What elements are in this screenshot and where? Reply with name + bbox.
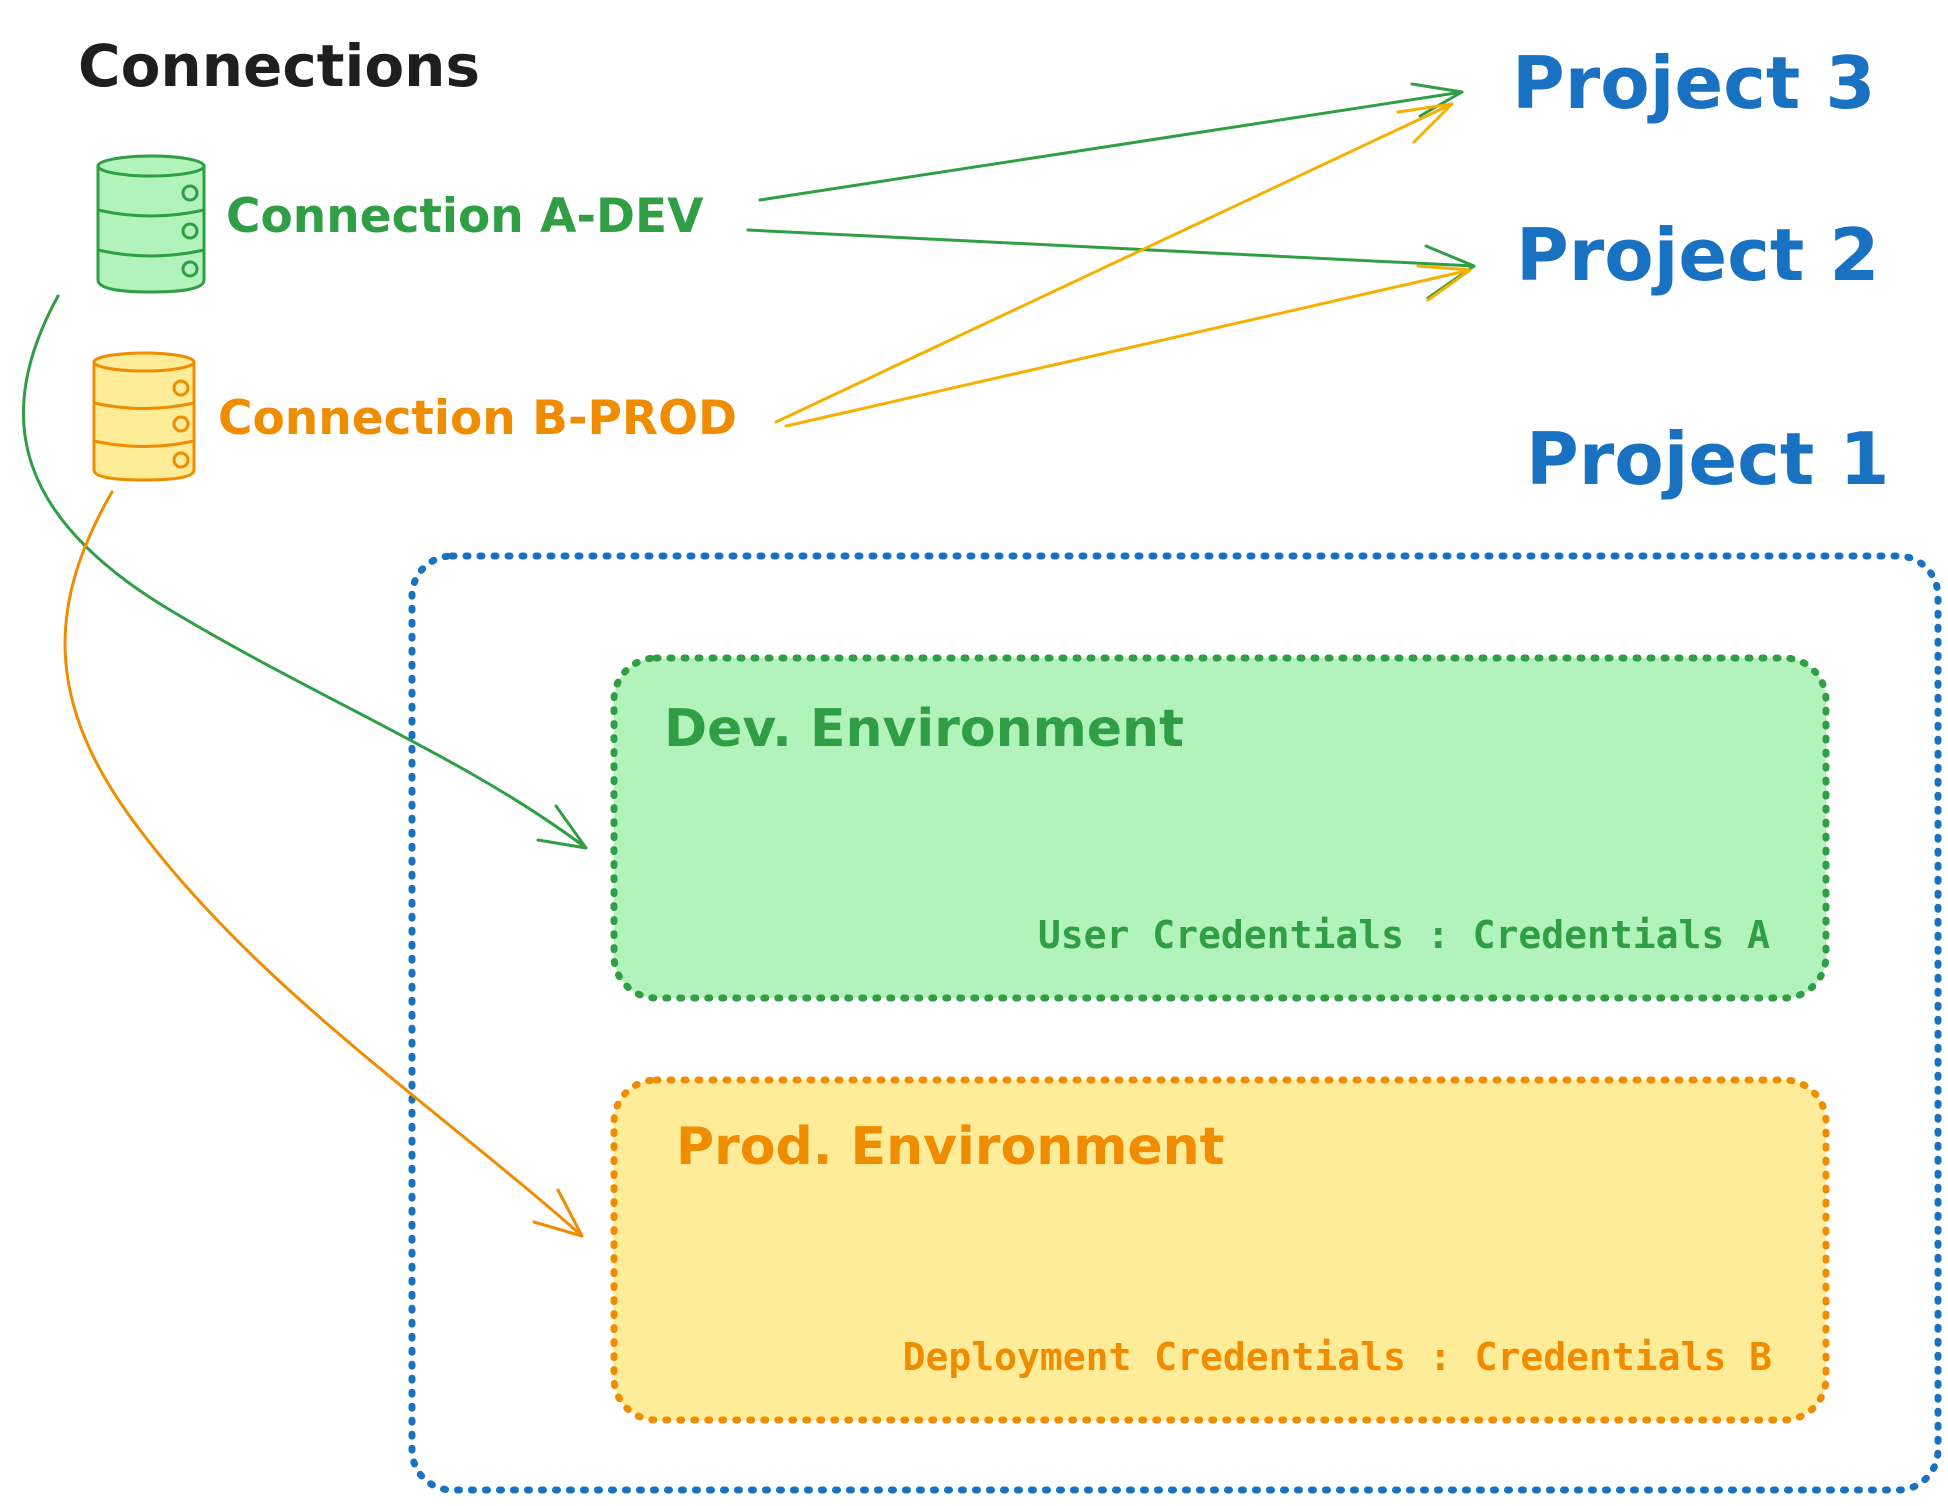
database-icon: [96, 154, 206, 294]
project-3-label: Project 3: [1512, 41, 1876, 125]
dev-environment-box: [610, 654, 1830, 1002]
prod-environment-box: [610, 1076, 1830, 1424]
arrow-a-dev-to-dev-environment: [21, 294, 588, 850]
prod-environment-title: Prod. Environment: [676, 1117, 1225, 1177]
arrow-b-prod-to-project-2: [784, 264, 1472, 428]
arrow-b-prod-to-project-3: [774, 102, 1454, 424]
dev-environment-credentials: User Credentials : Credentials A: [1038, 913, 1770, 957]
arrow-b-prod-to-prod-environment: [63, 490, 584, 1238]
arrow-a-dev-to-project-3: [758, 82, 1464, 202]
connection-b-prod-label: Connection B-PROD: [218, 391, 737, 446]
diagram-title: Connections: [78, 32, 480, 100]
prod-environment-credentials: Deployment Credentials : Credentials B: [903, 1335, 1772, 1379]
project-1-container: [408, 552, 1942, 1494]
database-icon: [92, 351, 196, 482]
project-2-label: Project 2: [1516, 213, 1880, 297]
connection-a-dev-label: Connection A-DEV: [226, 189, 704, 244]
dev-environment-title: Dev. Environment: [664, 699, 1184, 759]
project-1-label: Project 1: [1526, 417, 1890, 501]
